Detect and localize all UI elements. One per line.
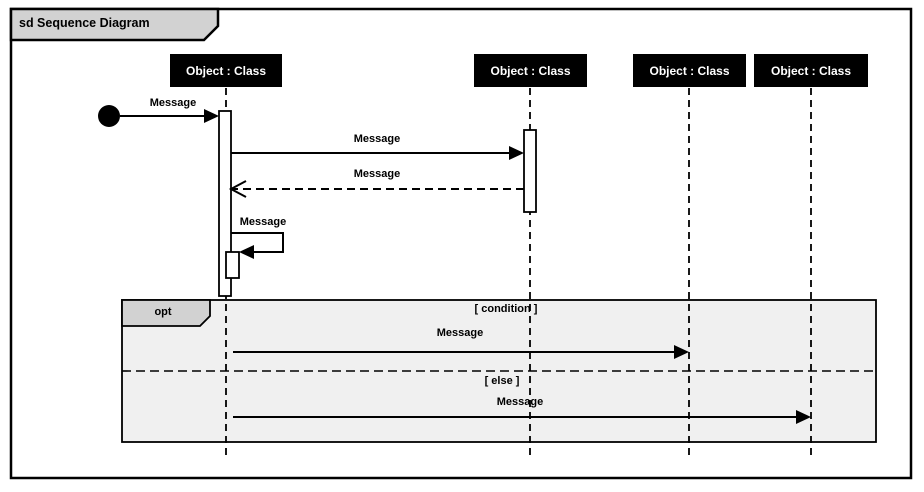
message-2-label[interactable]: Message — [353, 133, 401, 145]
lifeline-3-header[interactable]: Object : Class — [633, 54, 746, 87]
lifeline-1-label: Object : Class — [185, 63, 267, 78]
start-node-circle[interactable] — [98, 105, 120, 127]
message-5-label[interactable]: Message — [436, 327, 484, 339]
activation-bar-lifeline-1[interactable] — [218, 110, 232, 297]
lifeline-2-header[interactable]: Object : Class — [474, 54, 587, 87]
message-4-label[interactable]: Message — [239, 216, 287, 228]
message-4-self-arrow[interactable] — [231, 232, 284, 259]
message-1-arrow[interactable] — [120, 109, 219, 123]
message-6-arrow[interactable] — [233, 410, 811, 424]
opt-guard-condition: [ condition ] — [474, 303, 538, 315]
diagram-frame-border — [9, 7, 913, 480]
lifeline-1-header[interactable]: Object : Class — [170, 54, 282, 87]
lifeline-3-label: Object : Class — [649, 63, 730, 78]
opt-guard-else: [ else ] — [484, 375, 520, 387]
activation-bar-self-message[interactable] — [225, 251, 240, 279]
message-3-arrow[interactable] — [228, 180, 524, 198]
opt-operator-pentagon[interactable] — [121, 299, 211, 327]
frame-title-tab — [9, 7, 220, 42]
message-1-label[interactable]: Message — [149, 97, 197, 109]
lifeline-2-label: Object : Class — [490, 63, 571, 78]
message-2-arrow[interactable] — [231, 146, 524, 160]
lifeline-4-label: Object : Class — [770, 63, 852, 78]
message-5-arrow[interactable] — [233, 345, 689, 359]
message-3-label[interactable]: Message — [353, 168, 401, 180]
message-6-label[interactable]: Message — [496, 396, 544, 408]
activation-bar-lifeline-2[interactable] — [523, 129, 537, 213]
opt-operator-label: opt — [154, 306, 172, 318]
lifeline-4-header[interactable]: Object : Class — [754, 54, 868, 87]
frame-title-text: sd Sequence Diagram — [19, 16, 150, 30]
opt-fragment-body[interactable] — [121, 299, 877, 443]
